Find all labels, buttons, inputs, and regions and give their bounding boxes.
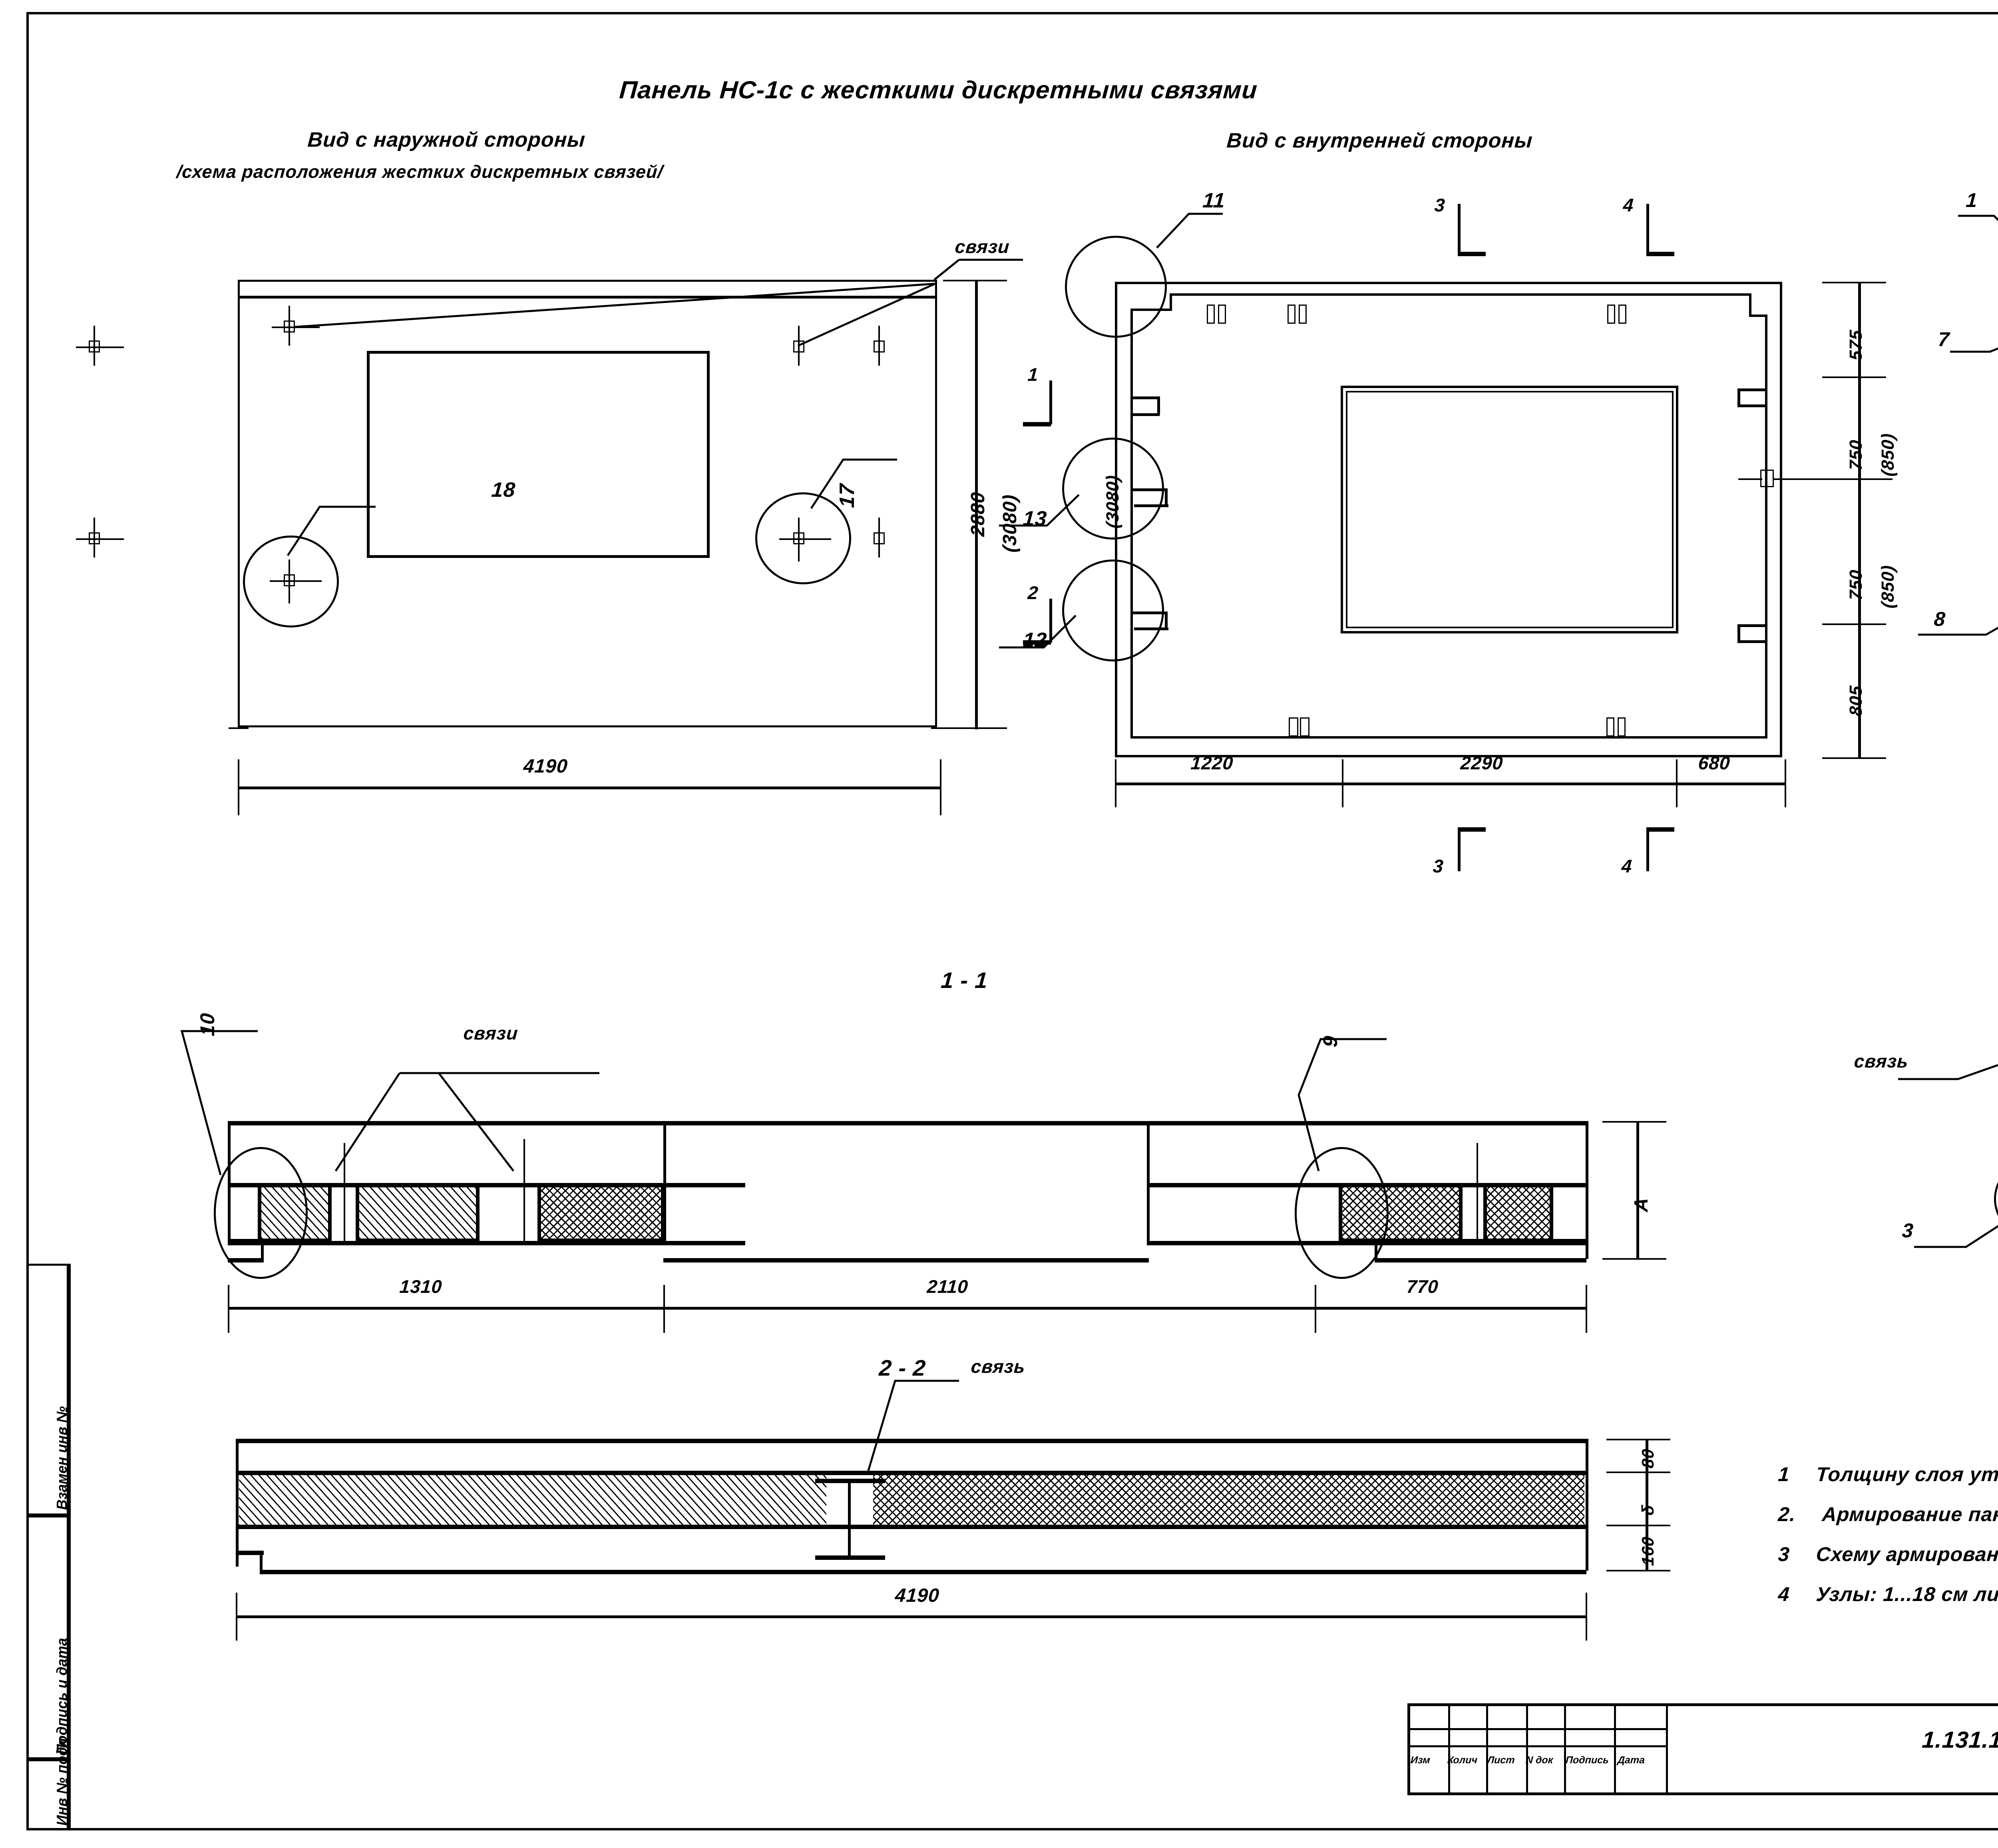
dim-11-d3: 770: [1406, 1276, 1439, 1297]
label-33-1: 1: [1965, 189, 1978, 211]
cut-label-1-left: 1: [1027, 364, 1039, 385]
dim-mid-h1: 1220: [1190, 753, 1234, 773]
note-2-text: Армирование панели условно не показано.: [1821, 1503, 1998, 1525]
detail-circle-13: [1062, 438, 1164, 540]
left-view-window-opening: [367, 351, 710, 558]
note-1-num: 1: [1777, 1463, 1791, 1486]
cut-label-2-left: 2: [1027, 582, 1039, 603]
view-mid-title: Вид с внутренней стороны: [1226, 129, 1534, 152]
note-3-num: 3: [1777, 1543, 1791, 1565]
view-left-subtitle: /схема расположения жестких дискретных с…: [176, 161, 664, 182]
tb-header-data: Дата: [1617, 1754, 1646, 1766]
tb-header-list: Лист: [1487, 1754, 1515, 1766]
dim-11-thickness: А: [1631, 1197, 1652, 1213]
dim-mid-v2-alt: (850): [1878, 432, 1898, 477]
dim-line-mid-right: [1858, 282, 1861, 757]
dim-22-t2: δ: [1638, 1504, 1657, 1516]
detail-circle-10: [214, 1147, 308, 1279]
tb-designation: 1.131.1 - 21.98.0 - СМ 2: [1921, 1727, 1998, 1753]
detail-circle-17: [755, 492, 851, 584]
dim-mid-v4: 805: [1846, 685, 1866, 717]
dim-11-d1: 1310: [399, 1276, 443, 1297]
label-11: 11: [1202, 189, 1226, 212]
dim-line-mid-bottom: [1115, 783, 1786, 785]
mid-view-window-opening: [1341, 386, 1678, 633]
label-33-3: 3: [1901, 1219, 1914, 1242]
detail-circle-11: [1065, 236, 1167, 338]
label-svyaz-33: связь: [1853, 1051, 1909, 1071]
tb-header-podpis: Подпись: [1565, 1754, 1610, 1766]
label-7: 7: [1937, 328, 1950, 350]
mid-view-window-opening-inner: [1346, 391, 1674, 628]
dim-line-11-thickness: [1636, 1121, 1639, 1259]
label-10: 10: [196, 1012, 219, 1037]
sidebar-cell-3: [26, 1759, 69, 1830]
dim-left-height: 2880: [967, 491, 989, 537]
label-13: 13: [1022, 507, 1048, 530]
dim-mid-h2: 2290: [1460, 753, 1504, 773]
section-11-title: 1 - 1: [940, 968, 989, 993]
dim-line-11-bottom: [228, 1307, 1586, 1310]
cut-label-4-bottom: 4: [1621, 856, 1633, 876]
tb-header-ndok: N док: [1525, 1754, 1554, 1766]
note-4-num: 4: [1777, 1583, 1791, 1605]
dim-mid-v3-alt: (850): [1878, 564, 1898, 609]
sidebar-divider: [68, 1264, 71, 1830]
title-block: [1407, 1703, 1998, 1795]
dim-line-left-width: [238, 787, 941, 789]
dim-mid-height-alt: (3080): [1103, 474, 1122, 529]
dim-left-width: 4190: [523, 756, 569, 777]
detail-circle-18: [243, 536, 339, 627]
left-view-panel-outline: [238, 280, 937, 727]
sidebar-label-3: Инв № подл: [54, 1738, 70, 1826]
tb-header-izm: Изм: [1410, 1754, 1431, 1766]
dim-line-22-thickness: [1646, 1439, 1648, 1571]
left-view-top-inner-line: [240, 296, 935, 299]
sidebar-cell-2: [26, 1515, 69, 1759]
dim-22-t3: 160: [1638, 1535, 1657, 1567]
label-18: 18: [490, 478, 516, 502]
label-svyazi-11: связи: [463, 1023, 519, 1043]
sidebar-cell-1: [26, 1264, 69, 1515]
detail-circle-9: [1295, 1147, 1389, 1279]
dim-mid-h3: 680: [1698, 753, 1731, 773]
sidebar-label-1: Взамен инв №: [54, 1406, 70, 1510]
dim-11-d2: 2110: [926, 1276, 969, 1297]
section-22-title: 2 - 2: [878, 1355, 927, 1380]
cut-label-4-top: 4: [1622, 195, 1635, 215]
detail-circle-12: [1062, 560, 1164, 661]
dim-line-22-bottom: [236, 1615, 1586, 1618]
label-8: 8: [1933, 608, 1946, 630]
cut-label-3-bottom: 3: [1432, 856, 1445, 876]
dim-line-left-height: [975, 280, 978, 729]
label-svyaz-22: связь: [970, 1356, 1026, 1377]
dim-22-width: 4190: [894, 1585, 940, 1606]
tb-header-kolich: Колич: [1447, 1754, 1478, 1766]
label-svyazi-left: связи: [954, 236, 1011, 257]
dim-left-height-alt: (3080): [999, 494, 1021, 553]
label-17: 17: [836, 483, 859, 509]
dim-22-t1: 80: [1638, 1448, 1657, 1469]
label-9: 9: [1319, 1035, 1341, 1048]
sidebar-label-2: Подпись и дата: [54, 1638, 70, 1754]
view-left-title: Вид с наружной стороны: [306, 128, 586, 151]
note-3-text: Схему армирования см лист 3.: [1815, 1543, 1998, 1565]
dim-mid-v2: 750: [1846, 439, 1866, 471]
note-2-num: 2.: [1777, 1503, 1797, 1525]
dim-mid-v3: 750: [1846, 569, 1866, 601]
sheet-frame: [26, 12, 1998, 1830]
note-1-text: Толщину слоя утеплителя см лист 1.: [1815, 1463, 1998, 1486]
note-4-text: Узлы: 1...18 см листы 8...12.: [1815, 1583, 1998, 1605]
dim-mid-v1: 575: [1846, 329, 1866, 361]
cut-label-3-top: 3: [1434, 195, 1446, 215]
sheet-title: Панель НС-1с с жесткими дискретными связ…: [618, 76, 1259, 104]
